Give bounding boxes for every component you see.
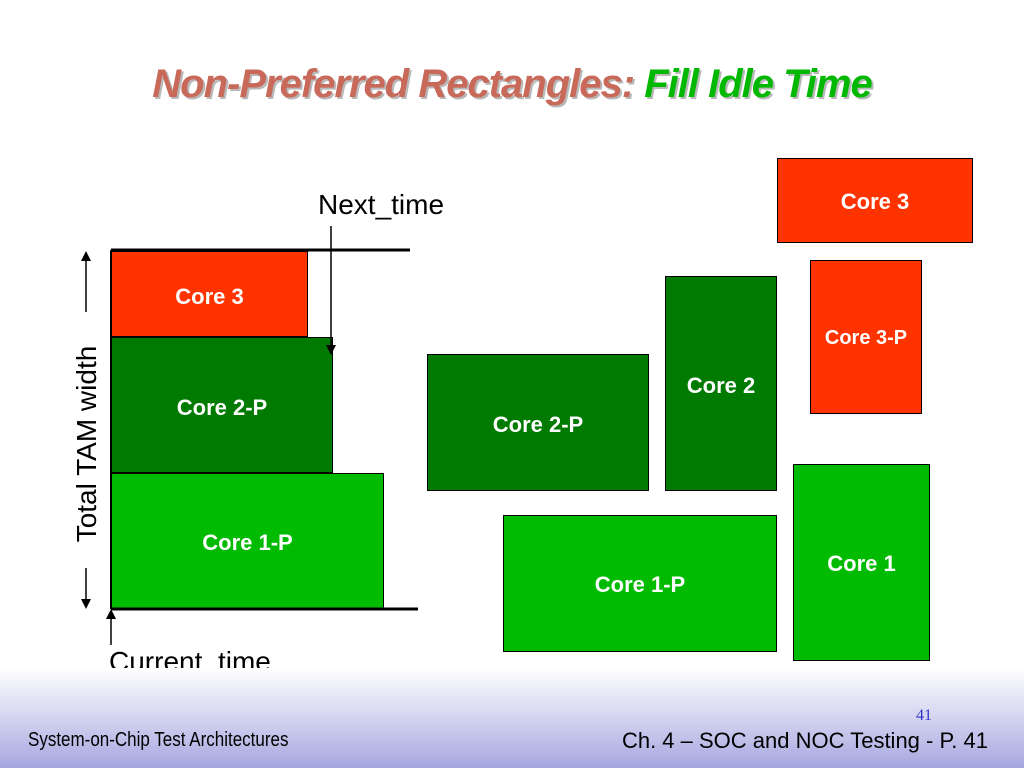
right-core2p-label: Core 2-P [492, 412, 584, 437]
page-number: 41 [916, 707, 932, 724]
right-core2p-block: Core 2-P [427, 354, 649, 491]
slide-title: Non-Preferred Rectangles: Fill Idle Time [0, 62, 1024, 107]
right-core1p-block: Core 1-P [503, 515, 777, 652]
right-core1p-label: Core 1-P [594, 572, 686, 597]
tam-width-label: Total TAM width [71, 345, 102, 543]
right-core3p-label: Core 3-P [824, 327, 908, 349]
title-part-2: Fill Idle Time [644, 62, 873, 106]
footer-book-title: System-on-Chip Test Architectures [28, 729, 289, 751]
right-core3p-block: Core 3-P [810, 260, 922, 414]
right-core1-label: Core 1 [827, 551, 896, 576]
footer-band [0, 668, 1024, 768]
right-core3-label: Core 3 [840, 189, 910, 214]
right-core2-block: Core 2 [665, 276, 777, 491]
right-core1-block: Core 1 [793, 464, 930, 661]
right-core3-block: Core 3 [777, 158, 973, 243]
left-core1p-label: Core 1-P [202, 530, 293, 555]
next-time-label: Next_time [318, 189, 445, 220]
title-part-1: Non-Preferred Rectangles: [152, 62, 635, 106]
left-core2p-label: Core 2-P [176, 395, 268, 420]
right-core2-label: Core 2 [686, 373, 756, 398]
left-core3-block: Core 3 [111, 251, 308, 337]
footer-chapter: Ch. 4 – SOC and NOC Testing - P. 41 [621, 728, 988, 753]
left-core3-label: Core 3 [175, 284, 244, 309]
